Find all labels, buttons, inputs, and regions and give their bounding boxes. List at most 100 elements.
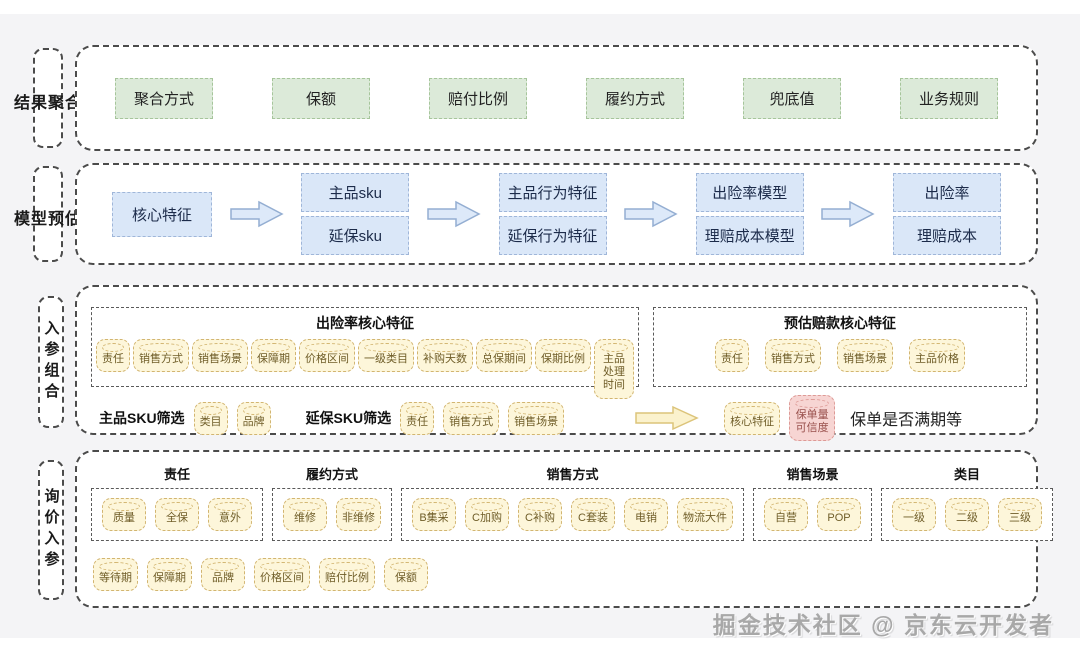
watermark-text: 掘金技术社区 @ 京东云开发者 bbox=[712, 612, 1054, 638]
credibility-cylinder: 保单量可信度 bbox=[789, 395, 836, 442]
feature-cylinder: 责任 bbox=[400, 401, 435, 435]
model-flow-row: 核心特征 主品sku 延保sku 主品行为特征 延保行为特征 出险率模型 理赔成… bbox=[77, 165, 1036, 263]
feature-cylinder: 销售场景 bbox=[837, 339, 893, 373]
model-stage-behavior: 主品行为特征 延保行为特征 bbox=[498, 173, 607, 255]
model-node: 延保sku bbox=[301, 216, 410, 255]
result-item: 保额 bbox=[272, 77, 370, 119]
maturity-note: 保单是否满期等 bbox=[850, 412, 963, 430]
feature-cylinder: 责任 bbox=[96, 339, 130, 373]
sku-filter-row: 主品SKU筛选 类目 品牌 延保SKU筛选 责任 销售方式 销售场景 核心特征 … bbox=[99, 395, 1028, 442]
param-cylinder: 等待期 bbox=[93, 558, 138, 592]
inquiry-group-sales-method: 销售方式 B集采 C加购 C补购 C套装 电销 物流大件 bbox=[401, 464, 744, 542]
param-cylinder: 价格区间 bbox=[254, 558, 310, 592]
param-cylinder: 全保 bbox=[155, 498, 199, 532]
right-arrow-icon bbox=[821, 200, 875, 228]
model-node: 延保行为特征 bbox=[498, 216, 607, 255]
group-box: 自营 POP bbox=[753, 488, 872, 542]
feature-cylinder: 核心特征 bbox=[724, 401, 781, 435]
result-item: 赔付比例 bbox=[429, 77, 527, 119]
model-stage-models: 出险率模型 理赔成本模型 bbox=[695, 173, 804, 255]
band-label-box-params: 入参组合 bbox=[38, 296, 64, 428]
right-arrow-icon bbox=[427, 200, 481, 228]
band-label-inquiry: 询价入参 bbox=[42, 488, 60, 572]
model-node: 核心特征 bbox=[112, 191, 212, 237]
band-inquiry-params: 责任 质量 全保 意外 履约方式 维修 非维修 销售方式 B集采 C加购 bbox=[75, 450, 1053, 608]
group-box: 维修 非维修 bbox=[272, 488, 392, 542]
feature-cylinder: 责任 bbox=[715, 339, 749, 373]
group-title: 履约方式 bbox=[305, 467, 358, 482]
group-box: B集采 C加购 C补购 C套装 电销 物流大件 bbox=[401, 488, 744, 542]
param-cylinder: POP bbox=[817, 498, 861, 532]
risk-core-features-box: 出险率核心特征 责任 销售方式 销售场景 保障期 价格区间 一级类目 补购天数 … bbox=[91, 307, 639, 399]
param-cylinder: 品牌 bbox=[201, 558, 245, 592]
feature-cylinder: 品牌 bbox=[236, 401, 271, 435]
param-cylinder: C补购 bbox=[518, 498, 562, 532]
inquiry-groups-row: 责任 质量 全保 意外 履约方式 维修 非维修 销售方式 B集采 C加购 bbox=[91, 464, 1053, 542]
band-label-box-model bbox=[33, 166, 63, 262]
band-label-model: 模型预估 bbox=[13, 211, 82, 228]
inquiry-group-category: 类目 一级 二级 三级 bbox=[881, 464, 1053, 542]
inquiry-group-sales-scene: 销售场景 自营 POP bbox=[753, 464, 872, 542]
model-stage-outputs: 出险率 理赔成本 bbox=[893, 173, 1001, 255]
model-stage-sku: 主品sku 延保sku bbox=[301, 173, 410, 255]
param-cylinder: 质量 bbox=[102, 498, 146, 532]
group-title: 销售场景 bbox=[786, 467, 839, 482]
result-item: 聚合方式 bbox=[115, 77, 213, 119]
result-item: 履约方式 bbox=[586, 77, 684, 119]
risk-box-title: 出险率核心特征 bbox=[316, 315, 414, 331]
feature-cylinder: 总保期间 bbox=[476, 339, 532, 373]
right-arrow-icon bbox=[635, 406, 699, 431]
feature-cylinder: 主品处理时间 bbox=[594, 339, 634, 399]
model-node: 出险率 bbox=[893, 173, 1001, 212]
group-title: 销售方式 bbox=[546, 467, 599, 482]
result-item: 兜底值 bbox=[743, 77, 841, 119]
feature-cylinder: 类目 bbox=[193, 401, 228, 435]
param-cylinder: 维修 bbox=[283, 498, 327, 532]
group-box: 一级 二级 三级 bbox=[881, 488, 1053, 542]
feature-cylinder: 补购天数 bbox=[417, 339, 473, 373]
result-items-row: 聚合方式 保额 赔付比例 履约方式 兜底值 业务规则 bbox=[77, 47, 1036, 149]
risk-feature-row: 责任 销售方式 销售场景 保障期 价格区间 一级类目 补购天数 总保期间 保期比… bbox=[92, 339, 638, 399]
inquiry-group-fulfillment: 履约方式 维修 非维修 bbox=[272, 464, 392, 542]
param-cylinder: C加购 bbox=[465, 498, 509, 532]
feature-cylinder: 销售方式 bbox=[443, 401, 500, 435]
feature-cylinder: 保障期 bbox=[251, 339, 296, 373]
right-arrow-icon bbox=[229, 200, 284, 228]
group-title: 责任 bbox=[163, 467, 190, 482]
claim-feature-row: 责任 销售方式 销售场景 主品价格 bbox=[654, 339, 1026, 373]
band-result-aggregation: 聚合方式 保额 赔付比例 履约方式 兜底值 业务规则 bbox=[75, 45, 1038, 151]
param-cylinder: 一级 bbox=[892, 498, 936, 532]
inquiry-extra-row: 等待期 保障期 品牌 价格区间 赔付比例 保额 bbox=[93, 558, 428, 592]
param-cylinder: 电销 bbox=[624, 498, 668, 532]
param-cylinder: 非维修 bbox=[336, 498, 381, 532]
feature-cylinder: 一级类目 bbox=[358, 339, 414, 373]
param-cylinder: B集采 bbox=[412, 498, 456, 532]
param-cylinder: 赔付比例 bbox=[319, 558, 375, 592]
group-title: 类目 bbox=[953, 467, 980, 482]
feature-cylinder: 销售方式 bbox=[133, 339, 189, 373]
inquiry-group-liability: 责任 质量 全保 意外 bbox=[91, 464, 263, 542]
right-arrow-icon bbox=[624, 200, 678, 228]
feature-cylinder: 销售方式 bbox=[765, 339, 821, 373]
claim-core-features-box: 预估赔款核心特征 责任 销售方式 销售场景 主品价格 bbox=[653, 307, 1027, 387]
model-node: 主品sku bbox=[301, 173, 410, 212]
param-cylinder: C套装 bbox=[571, 498, 615, 532]
feature-cylinder: 销售场景 bbox=[508, 401, 565, 435]
main-sku-filter-label: 主品SKU筛选 bbox=[99, 410, 185, 427]
model-node: 出险率模型 bbox=[695, 173, 804, 212]
model-node: 理赔成本 bbox=[893, 216, 1001, 255]
model-node: 理赔成本模型 bbox=[695, 216, 804, 255]
band-model-prediction: 核心特征 主品sku 延保sku 主品行为特征 延保行为特征 出险率模型 理赔成… bbox=[75, 163, 1038, 265]
band-label-result: 结果聚合 bbox=[13, 95, 82, 112]
param-cylinder: 自营 bbox=[764, 498, 808, 532]
model-node: 主品行为特征 bbox=[498, 173, 607, 212]
param-cylinder: 保额 bbox=[384, 558, 428, 592]
band-label-box-result bbox=[33, 48, 63, 148]
band-param-combination: 出险率核心特征 责任 销售方式 销售场景 保障期 价格区间 一级类目 补购天数 … bbox=[75, 285, 1038, 442]
feature-cylinder: 销售场景 bbox=[192, 339, 248, 373]
band-label-params: 入参组合 bbox=[42, 320, 60, 404]
feature-cylinder: 保期比例 bbox=[535, 339, 591, 373]
result-item: 业务规则 bbox=[900, 77, 998, 119]
param-cylinder: 保障期 bbox=[147, 558, 192, 592]
